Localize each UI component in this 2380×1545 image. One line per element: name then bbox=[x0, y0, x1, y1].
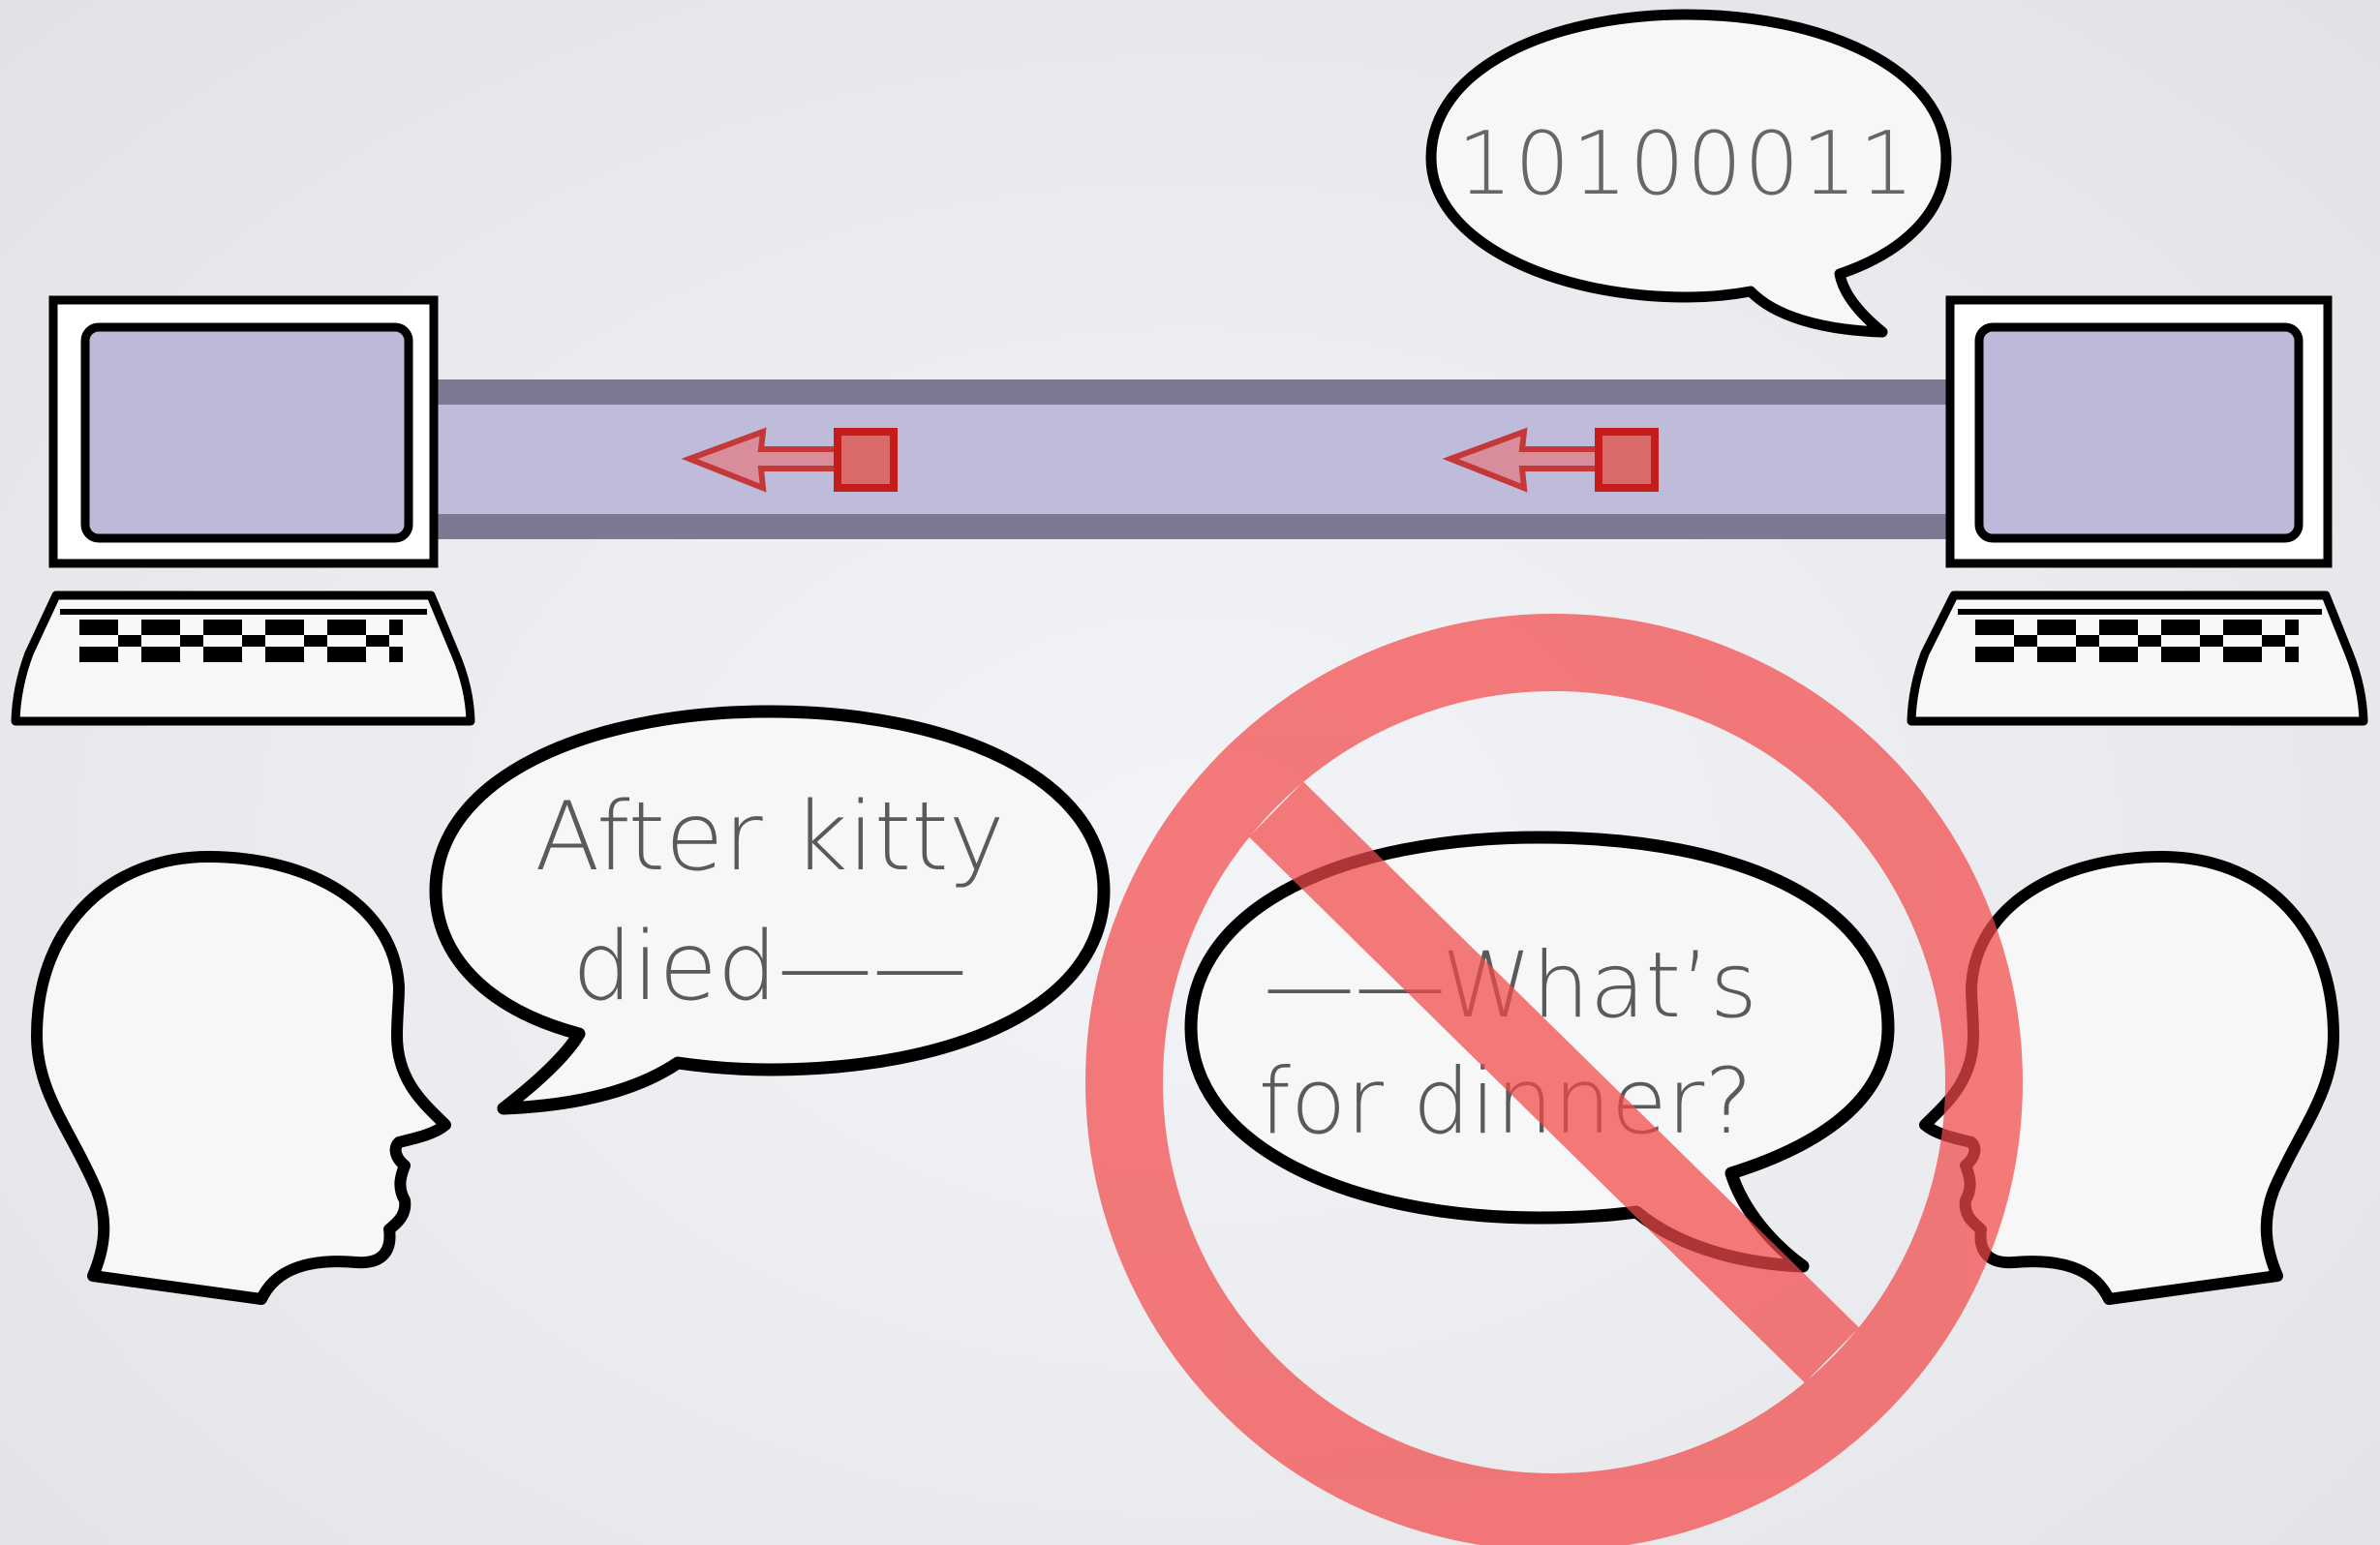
binary-speech-bubble: 10100011 bbox=[1431, 15, 1946, 332]
person-head-icon bbox=[37, 857, 445, 1299]
left-bubble-line1: After kitty bbox=[534, 782, 1004, 893]
binary-text: 10100011 bbox=[1457, 113, 1916, 215]
left-speech-bubble: After kitty died—— bbox=[436, 712, 1104, 1108]
left-bubble-line2: died—— bbox=[572, 912, 967, 1022]
desktop-computer-icon bbox=[1911, 300, 2364, 721]
desktop-computer-icon bbox=[15, 300, 471, 721]
network-channel bbox=[431, 379, 1953, 539]
